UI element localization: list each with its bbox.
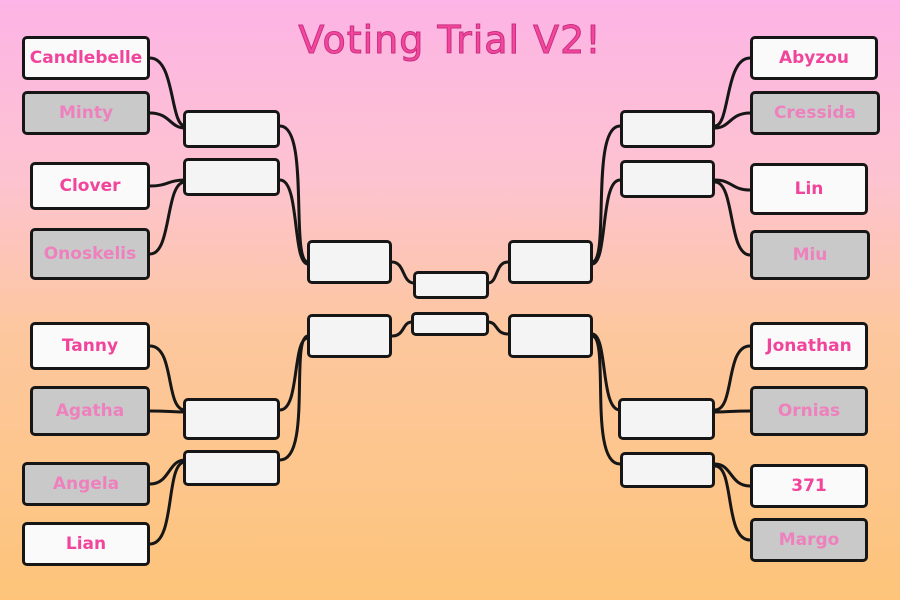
entrant-box-ornias: Ornias xyxy=(750,386,868,436)
entrant-box-jonathan: Jonathan xyxy=(750,322,868,370)
entrant-box-margo: Margo xyxy=(750,518,868,562)
entrant-box-clover: Clover xyxy=(30,162,150,210)
final-slot xyxy=(411,312,489,336)
entrant-box-candlebelle: Candlebelle xyxy=(22,36,150,80)
round3-slot xyxy=(307,314,392,358)
round2-slot xyxy=(618,398,715,440)
round2-slot xyxy=(620,160,715,198)
entrant-box-angela: Angela xyxy=(22,462,150,506)
entrant-box-agatha: Agatha xyxy=(30,386,150,436)
entrant-box-tanny: Tanny xyxy=(30,322,150,370)
round3-slot xyxy=(508,240,593,284)
entrant-box-miu: Miu xyxy=(750,230,870,280)
entrant-box-lian: Lian xyxy=(22,522,150,566)
round2-slot xyxy=(183,158,280,196)
entrant-box-lin: Lin xyxy=(750,163,868,215)
entrant-box-371: 371 xyxy=(750,464,868,508)
entrant-box-minty: Minty xyxy=(22,91,150,135)
round2-slot xyxy=(183,398,280,440)
page-title: Voting Trial V2! xyxy=(298,18,602,63)
round2-slot xyxy=(183,450,280,486)
round3-slot xyxy=(307,240,392,284)
round3-slot xyxy=(508,314,593,358)
entrant-box-onoskelis: Onoskelis xyxy=(30,228,150,280)
entrant-box-cressida: Cressida xyxy=(750,91,880,135)
entrant-box-abyzou: Abyzou xyxy=(750,36,878,80)
round2-slot xyxy=(620,110,715,148)
final-slot xyxy=(413,271,489,299)
round2-slot xyxy=(183,110,280,148)
round2-slot xyxy=(620,452,715,488)
